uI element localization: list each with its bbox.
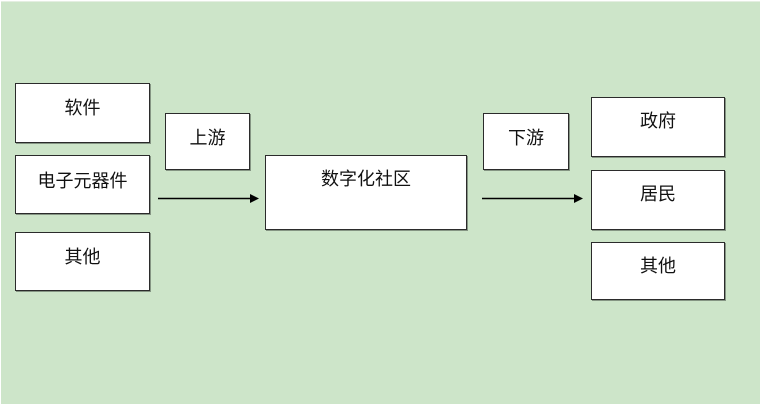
upstream-item-label: 其他 <box>64 247 101 268</box>
upstream-label-box: 上游 <box>165 113 250 170</box>
upstream-label: 上游 <box>189 128 226 149</box>
downstream-item-other: 其他 <box>591 242 725 300</box>
downstream-label-box: 下游 <box>483 113 569 170</box>
center-node-digital-community: 数字化社区 <box>265 155 467 230</box>
downstream-item-label: 政府 <box>640 111 676 132</box>
upstream-item-electronic-components: 电子元器件 <box>15 155 150 214</box>
downstream-item-government: 政府 <box>591 97 725 157</box>
downstream-label: 下游 <box>508 128 544 149</box>
center-node-label: 数字化社区 <box>321 169 411 190</box>
downstream-item-label: 其他 <box>640 256 676 277</box>
upstream-item-other: 其他 <box>15 232 150 291</box>
upstream-item-software: 软件 <box>15 83 150 143</box>
downstream-item-label: 居民 <box>640 184 676 205</box>
upstream-item-label: 软件 <box>64 98 101 119</box>
upstream-item-label: 电子元器件 <box>37 171 128 192</box>
downstream-item-residents: 居民 <box>591 170 725 230</box>
